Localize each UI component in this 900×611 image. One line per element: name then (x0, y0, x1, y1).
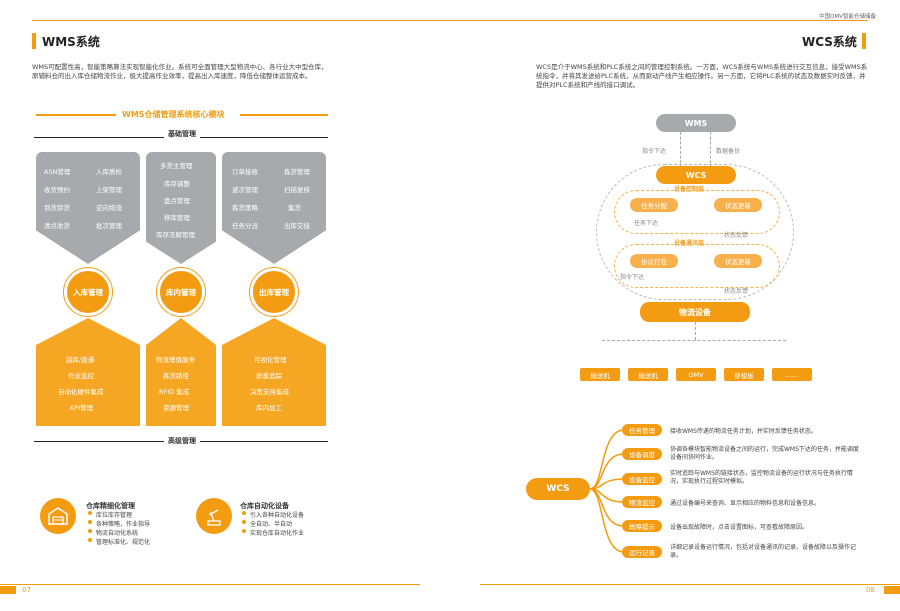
task-down-label: 任务下达 (634, 220, 659, 227)
cmd-down-label: 指令下达 (620, 274, 645, 281)
col2-gray-panel: 多货主管理 库存调整 盘点管理 移库管理 库存冻解管理 (146, 152, 216, 264)
mind-item-label: 运行记录 (622, 546, 662, 558)
col3-orange-panel: 可视化管理 质量追踪 决策支持集成 库内加工 (222, 318, 326, 426)
feature1-title: 仓库精细化管理 (86, 502, 135, 510)
status-feedback-label: 状态反馈 (724, 232, 749, 239)
device-stem (695, 322, 696, 340)
logistics-node: 物流设备 (640, 302, 750, 322)
feature2-title: 仓库自动化设备 (240, 502, 289, 510)
mind-item-label: 任务管理 (622, 424, 662, 436)
core-title-line-left (36, 114, 116, 116)
page-title-wcs: WCS系统 (802, 35, 857, 49)
device-node: 输送机 (580, 368, 620, 381)
feature2-item: 实现仓库自动化作业 (250, 530, 305, 537)
device-node: OMV (676, 368, 716, 381)
col3-gray-panel: 订单接收 拣货管理 波次管理 扫描复核 拣货策略 集货 任务分派 出库交接 (222, 152, 326, 264)
bullet (242, 520, 246, 524)
mind-item-desc: 实时追踪与WMS的链接状态，监控物流设备的运行状况与任务执行情况，实现执行过程实… (670, 470, 853, 485)
bullet (242, 511, 246, 515)
core-title-line-right (240, 114, 328, 116)
col1-orange-panel: 越库/直通 作业监控 自动化硬件集成 KPI管理 (36, 318, 140, 426)
protocol-node: 协议打包 (630, 254, 678, 268)
robot-arm-icon (196, 498, 232, 534)
wms-node: WMS (656, 114, 736, 132)
feature2-item: 引入各种自动化设备 (250, 512, 305, 519)
wcs-mind-center: WCS (526, 478, 590, 500)
device-node: …… (772, 368, 812, 381)
feature1-item: 库位库存管理 (96, 512, 133, 519)
wcs-node: WCS (656, 166, 736, 184)
footer-bar-right (884, 586, 900, 594)
feature1-item: 管理标准化、规范化 (96, 539, 151, 546)
bullet (242, 529, 246, 533)
down-label: 指令下达 (642, 148, 667, 155)
task-alloc-node: 任务分配 (630, 198, 678, 212)
layer2-label: 设备通讯层 (674, 240, 705, 247)
circle-outbound: 出库管理 (250, 268, 298, 316)
mind-connectors (590, 429, 625, 553)
mind-item-desc: 详细记录设备运行情况，包括对设备通讯的记录、设备故障以及操作记录。 (670, 544, 857, 559)
mind-item-label: 设备监控 (622, 473, 662, 485)
footer-line-left (0, 584, 420, 585)
feature2-item: 全自动、半自动 (250, 521, 293, 528)
arrow-line (680, 132, 681, 168)
device-node: 输送机 (628, 368, 668, 381)
col2-orange-panel: 物流增值服务 拣货路径 RFID 集成 资源管理 (146, 318, 216, 426)
base-label: 基础管理 (164, 129, 200, 139)
arrow-line (710, 132, 711, 168)
bullet (88, 538, 92, 542)
feature1-item: 各种策略，作业指导 (96, 521, 151, 528)
bullet (88, 529, 92, 533)
inner-loop-2 (614, 244, 780, 288)
footer-line-right (480, 584, 900, 585)
mind-item-desc: 协调各模块智能物流设备之间的运行，完成WMS下达的任务，并能调度设备间协同作业。 (670, 446, 859, 461)
page-number-right: 08 (866, 586, 875, 594)
left-title-bar (32, 33, 36, 49)
layer1-label: 设备控制层 (674, 186, 705, 193)
inner-loop-1 (614, 190, 780, 234)
bullet (88, 520, 92, 524)
bullet (88, 511, 92, 515)
core-title: WMS仓储管理系统核心模块 (122, 110, 225, 119)
warehouse-icon (40, 498, 76, 534)
wms-intro: WMS可配置性高，智能策略算法实现智能化作业。系统可全面管理大型物流中心、各行业… (32, 63, 328, 80)
outer-loop (596, 164, 794, 300)
wcs-intro: WCS是介于WMS系统和PLC系统之间的管理控制系统。一方面，WCS系统与WMS… (536, 63, 868, 89)
status-update-node: 状态更新 (714, 198, 762, 212)
right-title-bar (862, 33, 866, 49)
mind-item-desc: 通过设备编号来查询、显示相应的物料信息和设备信息。 (670, 500, 821, 507)
mind-item-label: 设备调度 (622, 448, 662, 460)
header-line (32, 20, 868, 21)
status-update2-node: 状态更新 (714, 254, 762, 268)
page-number-left: 07 (22, 586, 31, 594)
up-label: 数据备份 (716, 148, 741, 155)
device-bus (602, 340, 786, 341)
circle-inbound: 入库管理 (64, 268, 112, 316)
status-feedback2-label: 状态反馈 (724, 288, 749, 295)
header-brand: 中国OMV智能仓储储备 (819, 14, 876, 20)
col1-gray-panel: ASN管理 入库质检 收货预约 上架管理 到货卸货 逆向物流 清点收货 批次管理 (36, 152, 140, 264)
mind-item-desc: 接收WMS传递的物流任务计划，并实时反馈任务状态。 (670, 428, 817, 435)
mind-item-label: 物流监控 (622, 496, 662, 508)
circle-instock: 库内管理 (157, 268, 205, 316)
device-node: 穿梭板 (724, 368, 764, 381)
feature1-item: 物流自动化系统 (96, 530, 139, 537)
mind-item-desc: 设备出现故障时，点击设置图标，可查看故障原因。 (670, 524, 809, 531)
adv-label: 高级管理 (164, 436, 200, 446)
footer-bar-left (0, 586, 16, 594)
mind-item-label: 故障提示 (622, 520, 662, 532)
page-title-wms: WMS系统 (42, 35, 100, 49)
